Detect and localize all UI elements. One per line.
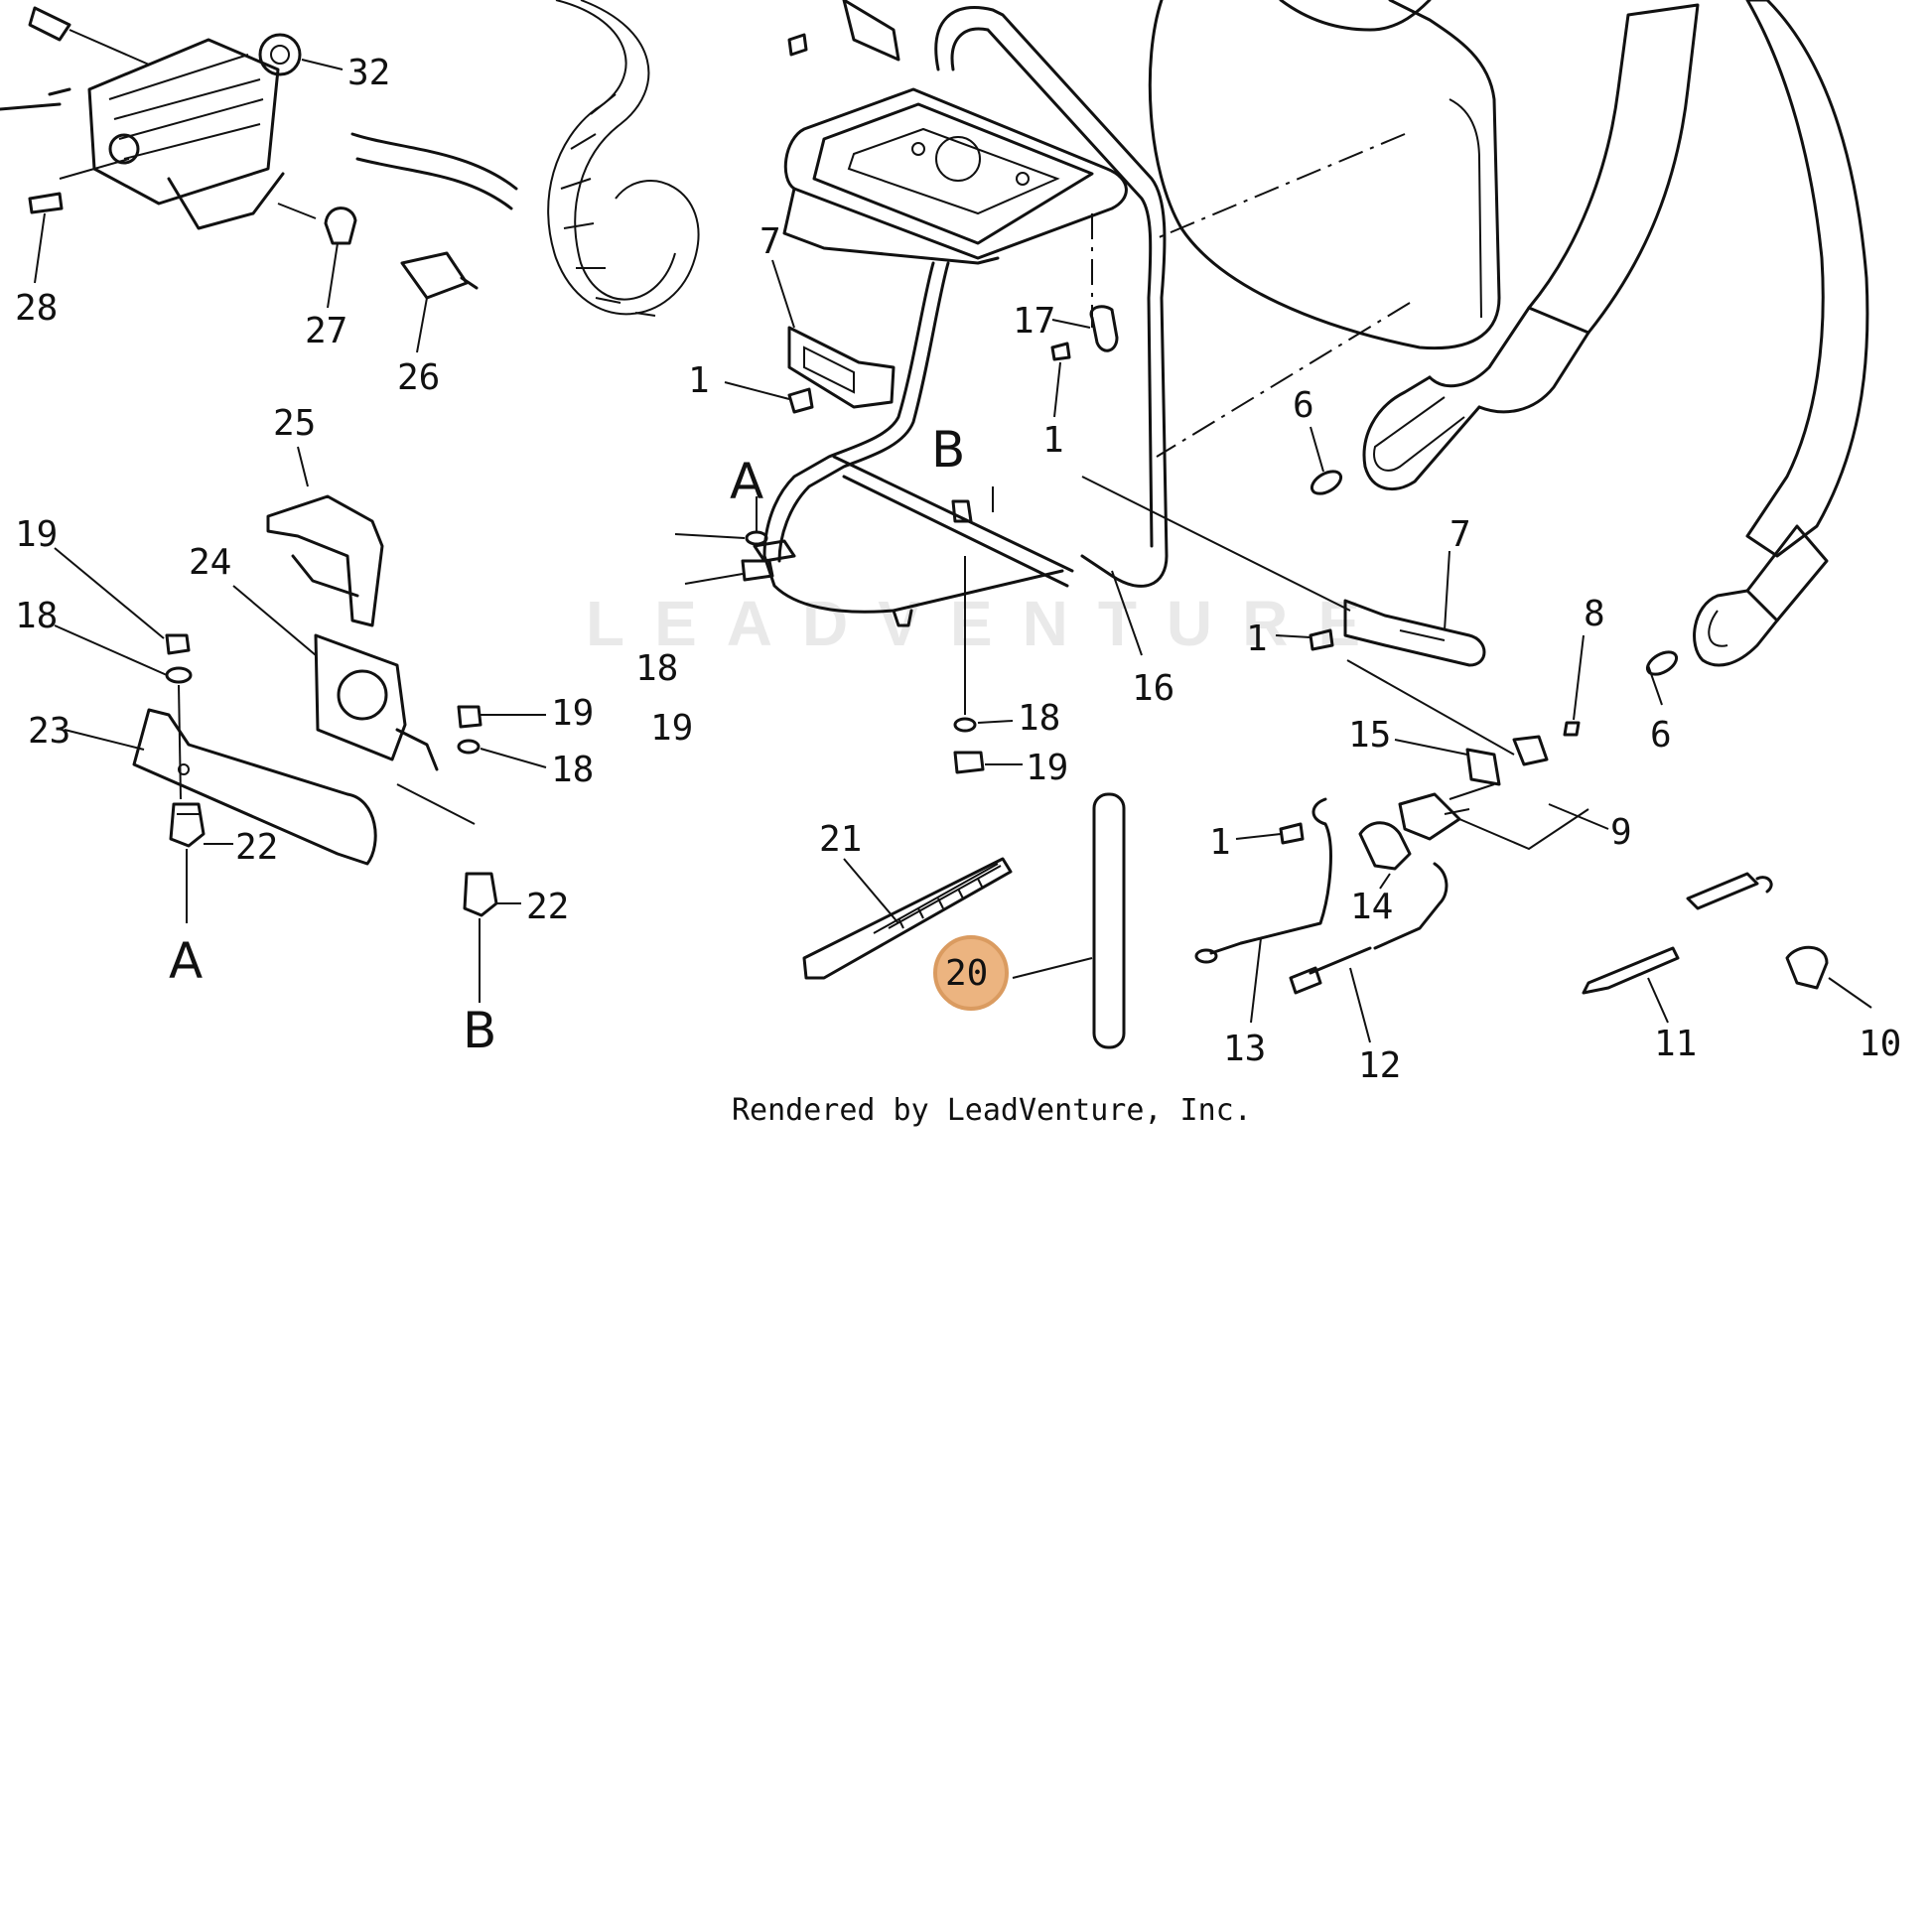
callout-26: 26: [397, 357, 440, 398]
part-13-ground-wire: [1194, 797, 1332, 1024]
part-7-bracket-left: [771, 259, 896, 409]
part-26-connector: [400, 251, 479, 353]
callout-19-d: 19: [1026, 748, 1068, 788]
callout-25: 25: [273, 403, 316, 444]
shoulder-strap-right: [1693, 0, 1869, 667]
callout-12: 12: [1358, 1045, 1401, 1086]
callout-22-a: 22: [235, 827, 278, 868]
part-25-shield: [266, 446, 384, 627]
callout-6-a: 6: [1293, 385, 1314, 426]
callout-18-c: 18: [635, 648, 678, 689]
part-7-bracket-right: [1343, 550, 1486, 667]
callout-14: 14: [1350, 887, 1393, 927]
callout-19-a: 19: [15, 514, 58, 555]
callout-6-b: 6: [1650, 715, 1672, 756]
highlight-circle: [933, 935, 1009, 1011]
top-bracket: [842, 0, 900, 62]
callout-18-d: 18: [1018, 698, 1060, 739]
callout-11: 11: [1654, 1024, 1697, 1064]
callout-1-d: 1: [1209, 822, 1231, 863]
part-21-cable-tie: [802, 857, 1013, 980]
callout-17: 17: [1013, 301, 1055, 342]
washer-nut-stack-left-frame: [674, 496, 774, 585]
shoulder-strap-left: [1362, 3, 1700, 490]
top-bolt: [787, 33, 808, 57]
watermark: LEADVENTURE: [586, 588, 1390, 659]
part-1-bolt-d: [1279, 822, 1305, 845]
callout-23: 23: [28, 711, 70, 752]
coiled-hose: [350, 0, 700, 317]
part-8-pin: [1563, 634, 1585, 737]
part-17-clip: [1051, 305, 1119, 352]
part-6-ring-b: [1645, 650, 1679, 676]
callout-8: 8: [1584, 594, 1605, 634]
part-1-bolt-a: [787, 387, 814, 414]
callout-10: 10: [1859, 1024, 1901, 1064]
part-16-leader: [1111, 570, 1143, 656]
callout-18-b: 18: [551, 750, 594, 790]
callout-7-b: 7: [1449, 514, 1471, 555]
backpack-frame: [753, 6, 1169, 627]
callout-27: 27: [305, 311, 347, 351]
bracket-guide-lines: [1081, 476, 1515, 756]
letter-a-mount: A: [169, 932, 203, 990]
callout-20-highlight[interactable]: 20: [933, 935, 1009, 1011]
part-9-switch-assembly: [1398, 735, 1609, 851]
callout-1-a: 1: [688, 360, 710, 401]
callout-19-c: 19: [650, 708, 693, 749]
callout-24: 24: [189, 542, 231, 583]
part-27-fitting: [324, 207, 357, 309]
credit-line: Rendered by LeadVenture, Inc.: [732, 1093, 1252, 1128]
part-20-tube: [1012, 792, 1126, 1049]
part-32-bushing: [258, 33, 344, 76]
letter-b-frame: B: [931, 421, 965, 479]
washer-nut-stack-lower-mid: [396, 705, 547, 825]
callout-18-a: 18: [15, 596, 58, 636]
letter-a-frame: A: [730, 453, 763, 510]
part-1-bolt-c: [1309, 628, 1334, 651]
callout-15: 15: [1348, 715, 1391, 756]
callout-32: 32: [347, 53, 390, 93]
part-11-lead: [1582, 872, 1773, 1024]
part-14-boot: [1358, 821, 1412, 890]
callout-28: 28: [15, 288, 58, 329]
callout-labels: 32 28 27 26 25 24 23 19 18 19 18 22 22 7…: [15, 53, 1901, 1086]
part-6-ring-a: [1310, 470, 1343, 495]
part-22-mount-b: [463, 872, 521, 1003]
assembly-letters: A B A B: [169, 421, 965, 1059]
part-1-bolt-b: [1050, 342, 1071, 361]
callout-22-b: 22: [526, 887, 569, 927]
part-10-clip: [1785, 945, 1872, 1009]
washer-nut-stack-lower-left: [54, 547, 193, 800]
callout-21: 21: [819, 819, 862, 860]
engine-housing-assembly: [0, 6, 285, 284]
washer-nut-stack-center-frame: [953, 556, 1023, 774]
callout-7-a: 7: [759, 221, 781, 262]
callout-20: 20: [945, 953, 988, 994]
callout-1-b: 1: [1042, 420, 1064, 461]
blower-shroud: [1148, 0, 1501, 350]
letter-b-mount: B: [463, 1002, 496, 1059]
callout-13: 13: [1223, 1029, 1266, 1069]
callout-9: 9: [1610, 812, 1632, 853]
part-23-bracket: [64, 708, 377, 866]
part-12-spark-lead: [1289, 862, 1449, 1043]
part-15-clamp: [1394, 739, 1501, 800]
part-22-mount-a: [169, 802, 233, 923]
callout-16: 16: [1132, 668, 1174, 709]
callout-1-c: 1: [1246, 619, 1268, 659]
callout-19-b: 19: [551, 693, 594, 734]
part-24-plate: [232, 585, 439, 771]
